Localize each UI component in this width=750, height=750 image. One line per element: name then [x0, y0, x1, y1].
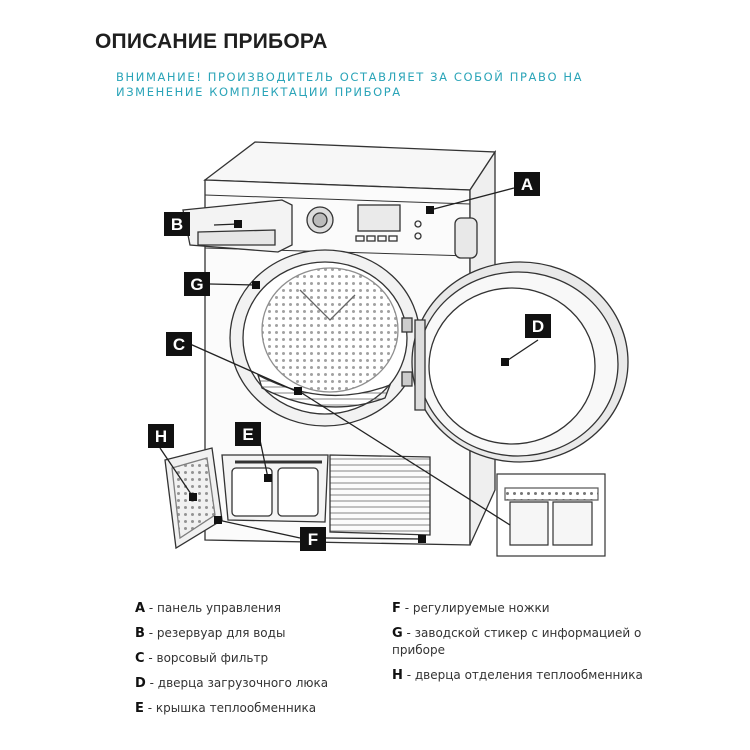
callout-g-label: G: [190, 275, 203, 294]
legend-item-b: B - резервуар для воды: [135, 626, 286, 641]
dryer-body: [203, 141, 497, 546]
leader-dots: [189, 206, 509, 543]
leader-lines: [159, 187, 539, 540]
heat-exchanger-cover: [221, 454, 329, 523]
callout-c-label: C: [173, 335, 185, 354]
callout-b: B: [164, 212, 190, 236]
callout-g: G: [184, 272, 210, 296]
legend-item-e: E - крышка теплообменника: [135, 701, 317, 716]
legend-item-d: D - дверца загрузочного люка: [135, 676, 329, 691]
callout-f: F: [300, 527, 326, 551]
legend-item-c: C - ворсовый фильтр: [135, 651, 269, 666]
legend-key: H: [392, 668, 403, 683]
legend-text: регулируемые ножки: [412, 601, 550, 615]
callout-c: C: [166, 332, 192, 356]
legend-key: C: [135, 651, 145, 666]
legend-key: G: [392, 626, 403, 641]
legend-key: F: [392, 601, 401, 616]
legend-key: D: [135, 676, 146, 691]
callout-f-label: F: [308, 530, 318, 549]
callout-d-label: D: [532, 317, 544, 336]
legend-text: крышка теплообменника: [155, 701, 317, 715]
legend-text: резервуар для воды: [156, 626, 286, 640]
callout-e: E: [235, 422, 261, 446]
legend-item-g: G - заводской стикер с информацией о при…: [392, 626, 642, 657]
legend-key: E: [135, 701, 144, 716]
callout-a-label: A: [521, 175, 533, 194]
legend-text: заводской стикер с информацией о приборе: [392, 626, 642, 657]
legend-right: F - регулируемые ножки G - заводской сти…: [392, 600, 662, 692]
legend-text: ворсовый фильтр: [156, 651, 269, 665]
page-title: ОПИСАНИЕ ПРИБОРА: [95, 30, 328, 53]
callout-a: A: [514, 172, 540, 196]
legend-key: B: [135, 626, 145, 641]
callout-h-label: H: [155, 427, 167, 446]
loading-door: [411, 261, 629, 463]
legend-item-h: H - дверца отделения теплообменника: [392, 668, 643, 683]
legend-text: панель управления: [157, 601, 281, 615]
callout-e-label: E: [242, 425, 253, 444]
callout-b-label: B: [171, 215, 183, 234]
legend-left: A - панель управления B - резервуар для …: [135, 600, 365, 725]
callout-h: H: [148, 424, 174, 448]
warning-note: ВНИМАНИЕ! ПРОИЗВОДИТЕЛЬ ОСТАВЛЯЕТ ЗА СОБ…: [116, 70, 584, 99]
legend-item-a: A - панель управления: [135, 601, 281, 616]
legend-text: дверца отделения теплообменника: [414, 668, 643, 682]
legend-key: A: [135, 601, 146, 616]
callout-d: D: [525, 314, 551, 338]
legend-item-f: F - регулируемые ножки: [392, 601, 550, 616]
lint-filter-inset: [496, 473, 606, 557]
legend-text: дверца загрузочного люка: [157, 676, 329, 690]
